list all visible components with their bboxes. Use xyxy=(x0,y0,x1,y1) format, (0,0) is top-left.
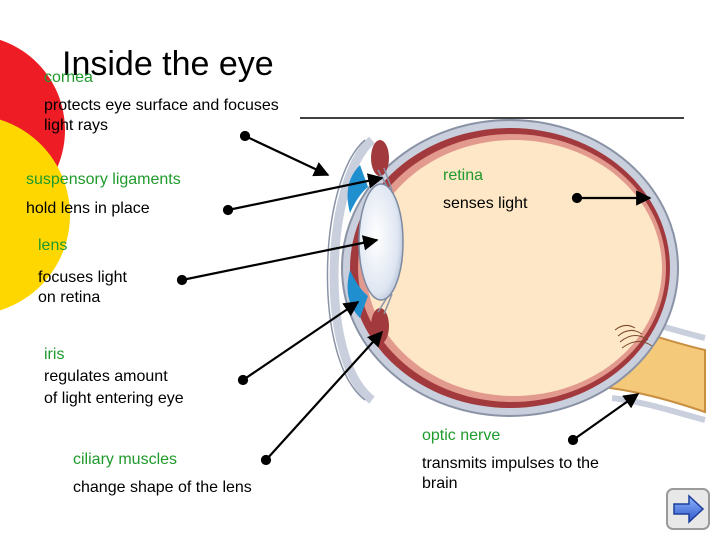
decor-yellow-circle xyxy=(0,119,70,311)
label-retina: retina xyxy=(443,167,484,184)
desc-ciliary-muscles: change shape of the lens xyxy=(73,479,252,496)
label-ciliary-muscles: ciliary muscles xyxy=(73,451,178,468)
label-suspensory-ligaments: suspensory ligaments xyxy=(26,171,181,188)
desc-lens-2: on retina xyxy=(38,289,101,306)
next-slide-button[interactable] xyxy=(665,487,711,531)
next-arrow-icon xyxy=(666,488,710,530)
desc-cornea-2: light rays xyxy=(44,117,109,134)
label-lens: lens xyxy=(38,237,68,254)
desc-retina: senses light xyxy=(443,195,528,212)
desc-cornea-1: protects eye surface and focuses xyxy=(44,97,279,114)
slide-title: Inside the eye xyxy=(62,45,274,83)
cornea-edge xyxy=(326,139,366,401)
ciliary-body-bottom xyxy=(371,308,389,344)
desc-iris-2: of light entering eye xyxy=(44,390,184,407)
vitreous-humour xyxy=(366,140,662,396)
label-iris: iris xyxy=(44,346,65,363)
nerve-fibres xyxy=(614,324,653,349)
ciliary-body-top xyxy=(371,140,389,176)
desc-lens-1: focuses light xyxy=(38,269,127,286)
desc-optic-nerve-2: brain xyxy=(422,475,458,492)
iris-top xyxy=(347,165,368,213)
label-optic-nerve: optic nerve xyxy=(422,427,501,444)
pointer-lines xyxy=(176,130,652,466)
desc-iris-1: regulates amount xyxy=(44,368,168,385)
cornea xyxy=(329,136,376,404)
desc-optic-nerve-1: transmits impulses to the xyxy=(422,455,599,472)
desc-suspensory-ligaments: hold lens in place xyxy=(26,200,150,217)
label-cornea: cornea xyxy=(44,69,93,86)
